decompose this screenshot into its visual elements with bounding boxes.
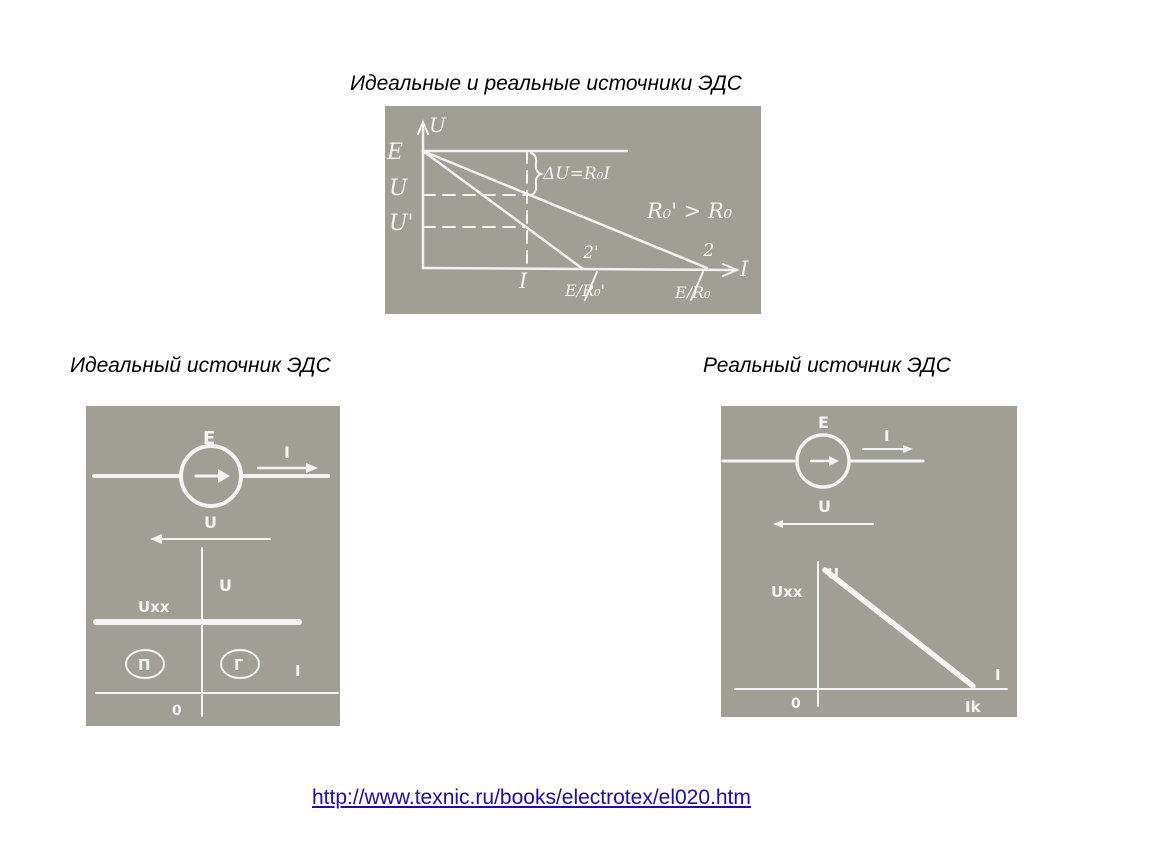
emf-label: E [203,428,215,449]
label-resistance-relation: R₀' > R₀ [646,199,733,223]
label-line-2-prime: 2' [582,243,599,263]
voltage-current-characteristic-diagram: E U U U' ΔU=R₀I R₀' > R₀ 2' 2 I I E/R₀' … [385,106,761,314]
label-e: E [386,140,403,165]
voltage-arrow-head [150,534,162,544]
label-delta-u: ΔU=R₀I [542,164,610,184]
voltage-arrow-head [773,520,783,528]
characteristic-line-2 [421,149,709,270]
slash-mark-prime [584,271,598,301]
ik-label: Ik [965,698,982,716]
current-label: I [884,427,890,445]
voltage-label: U [818,497,831,516]
label-u: U [389,176,409,201]
real-source-diagram: E I U U Uxx I 0 Ik [721,406,1017,717]
region-g-label: Г [234,656,244,674]
source-arrow-head [829,456,839,466]
label-u-axis: U [429,113,447,137]
uxx-label: Uxx [138,598,170,616]
uxx-label: Uxx [771,583,803,601]
real-source-plot: E I U U Uxx I 0 Ik [721,413,1008,716]
u-axis-label: U [827,565,839,583]
label-i-axis: I [739,257,749,281]
delta-brace [530,152,545,196]
current-arrow-head [903,445,913,453]
real-source-title: Реальный источник ЭДС [703,354,951,377]
source-arrow-head [218,469,230,483]
ideal-source-plot: E I U U Uxx П Г I 0 [92,428,339,719]
ideal-source-diagram: E I U U Uxx П Г I 0 [86,406,340,726]
region-p-circle [125,649,165,679]
label-intercept: E/R₀ [674,283,711,302]
origin-label: 0 [172,703,182,719]
current-label: I [284,443,290,462]
top-diagram-title: Идеальные и реальные источники ЭДС [350,72,742,95]
label-u-prime: U' [389,211,414,236]
emf-label: E [818,413,829,432]
i-axis-arrow [722,263,740,277]
real-characteristic-line [822,567,976,689]
voltage-label: U [204,513,217,532]
current-arrow-head [306,463,318,473]
region-g-circle [220,649,260,679]
label-i-mark: I [518,269,528,293]
characteristic-line-2-prime [421,149,585,271]
ideal-source-title: Идеальный источник ЭДС [70,354,331,377]
i-axis-label: I [295,662,301,680]
label-line-2: 2 [702,240,714,261]
region-p-label: П [138,656,151,674]
u-axis-label: U [219,576,232,595]
label-intercept-prime: E/R₀' [564,281,605,300]
characteristic-plot: E U U U' ΔU=R₀I R₀' > R₀ 2' 2 I I E/R₀' … [386,113,749,302]
u-axis-arrow [417,119,429,135]
origin-label: 0 [791,696,801,712]
source-link[interactable]: http://www.texnic.ru/books/electrotex/el… [312,786,751,809]
i-axis [421,266,739,272]
i-axis-label: I [995,666,1001,684]
slash-mark [690,271,704,301]
